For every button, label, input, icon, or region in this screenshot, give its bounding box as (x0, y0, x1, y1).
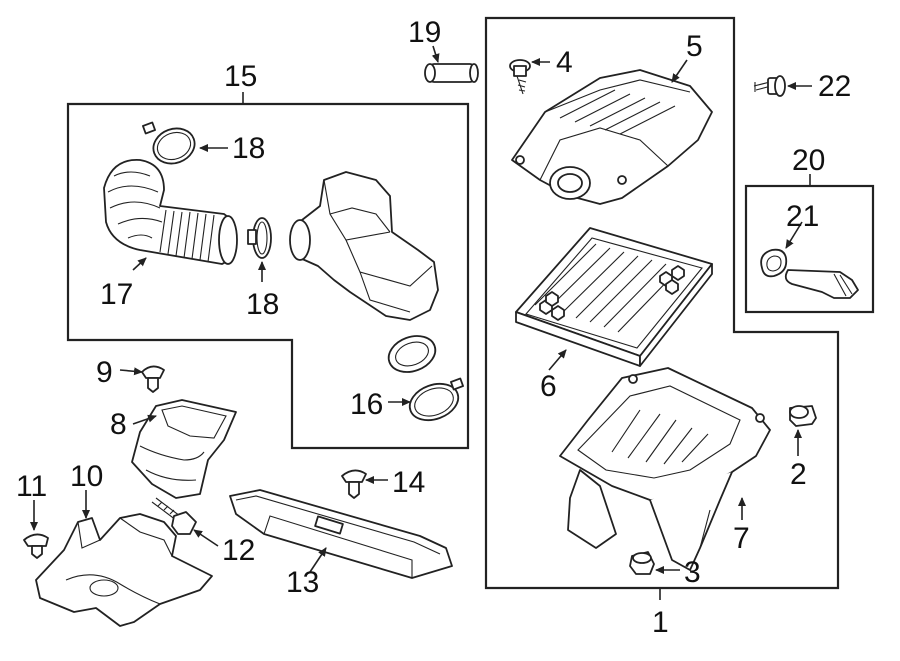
callout-8: 8 (110, 408, 127, 441)
group-box-1 (484, 16, 840, 590)
part-4-bolt (509, 59, 531, 95)
callout-16: 16 (350, 388, 383, 421)
callout-18-lower: 18 (246, 288, 279, 321)
callout-15: 15 (224, 60, 257, 93)
callout-6: 6 (540, 370, 557, 403)
callout-12: 12 (222, 534, 255, 567)
part-9-push-pin (141, 365, 165, 393)
part-7-air-cleaner-housing (559, 367, 771, 571)
callout-9: 9 (96, 356, 113, 389)
part-16-clamp (408, 377, 464, 422)
part-13-baffle (229, 489, 453, 579)
callout-22: 22 (818, 70, 851, 103)
part-3-clip (629, 551, 655, 575)
callout-1: 1 (652, 606, 669, 639)
part-21-seal (760, 248, 788, 278)
part-15-outlet-duct (289, 171, 439, 321)
callout-2: 2 (790, 458, 807, 491)
callout-10: 10 (70, 460, 103, 493)
part-17-hose (103, 159, 238, 265)
part-22-bolt (753, 75, 786, 97)
callout-4: 4 (556, 46, 573, 79)
part-5-air-cleaner-cover (511, 69, 713, 205)
group-box-15 (66, 102, 470, 450)
callout-7: 7 (733, 522, 750, 555)
part-18-clamp-upper (142, 121, 196, 165)
callout-20: 20 (792, 144, 825, 177)
callout-19: 19 (408, 16, 441, 49)
callout-21: 21 (786, 200, 819, 233)
part-18-clamp-lower (247, 217, 272, 259)
part-20-sensor (784, 269, 859, 299)
callout-5: 5 (686, 30, 703, 63)
part-12-bolt (151, 497, 197, 535)
part-11-push-pin (23, 533, 49, 559)
part-6-air-filter (515, 227, 713, 367)
callout-18-upper: 18 (232, 132, 265, 165)
part-2-grommet (789, 405, 817, 427)
part-10-inlet-duct (35, 513, 213, 627)
part-14-push-pin (341, 469, 367, 499)
callout-13: 13 (286, 566, 319, 599)
part-16-seal (387, 335, 437, 373)
part-19-tube (424, 63, 479, 83)
part-8-intake-duct (131, 399, 237, 499)
leader-lines (30, 45, 812, 600)
callout-17: 17 (100, 278, 133, 311)
callout-11: 11 (16, 470, 47, 503)
callout-14: 14 (392, 466, 425, 499)
callout-3: 3 (684, 556, 701, 589)
